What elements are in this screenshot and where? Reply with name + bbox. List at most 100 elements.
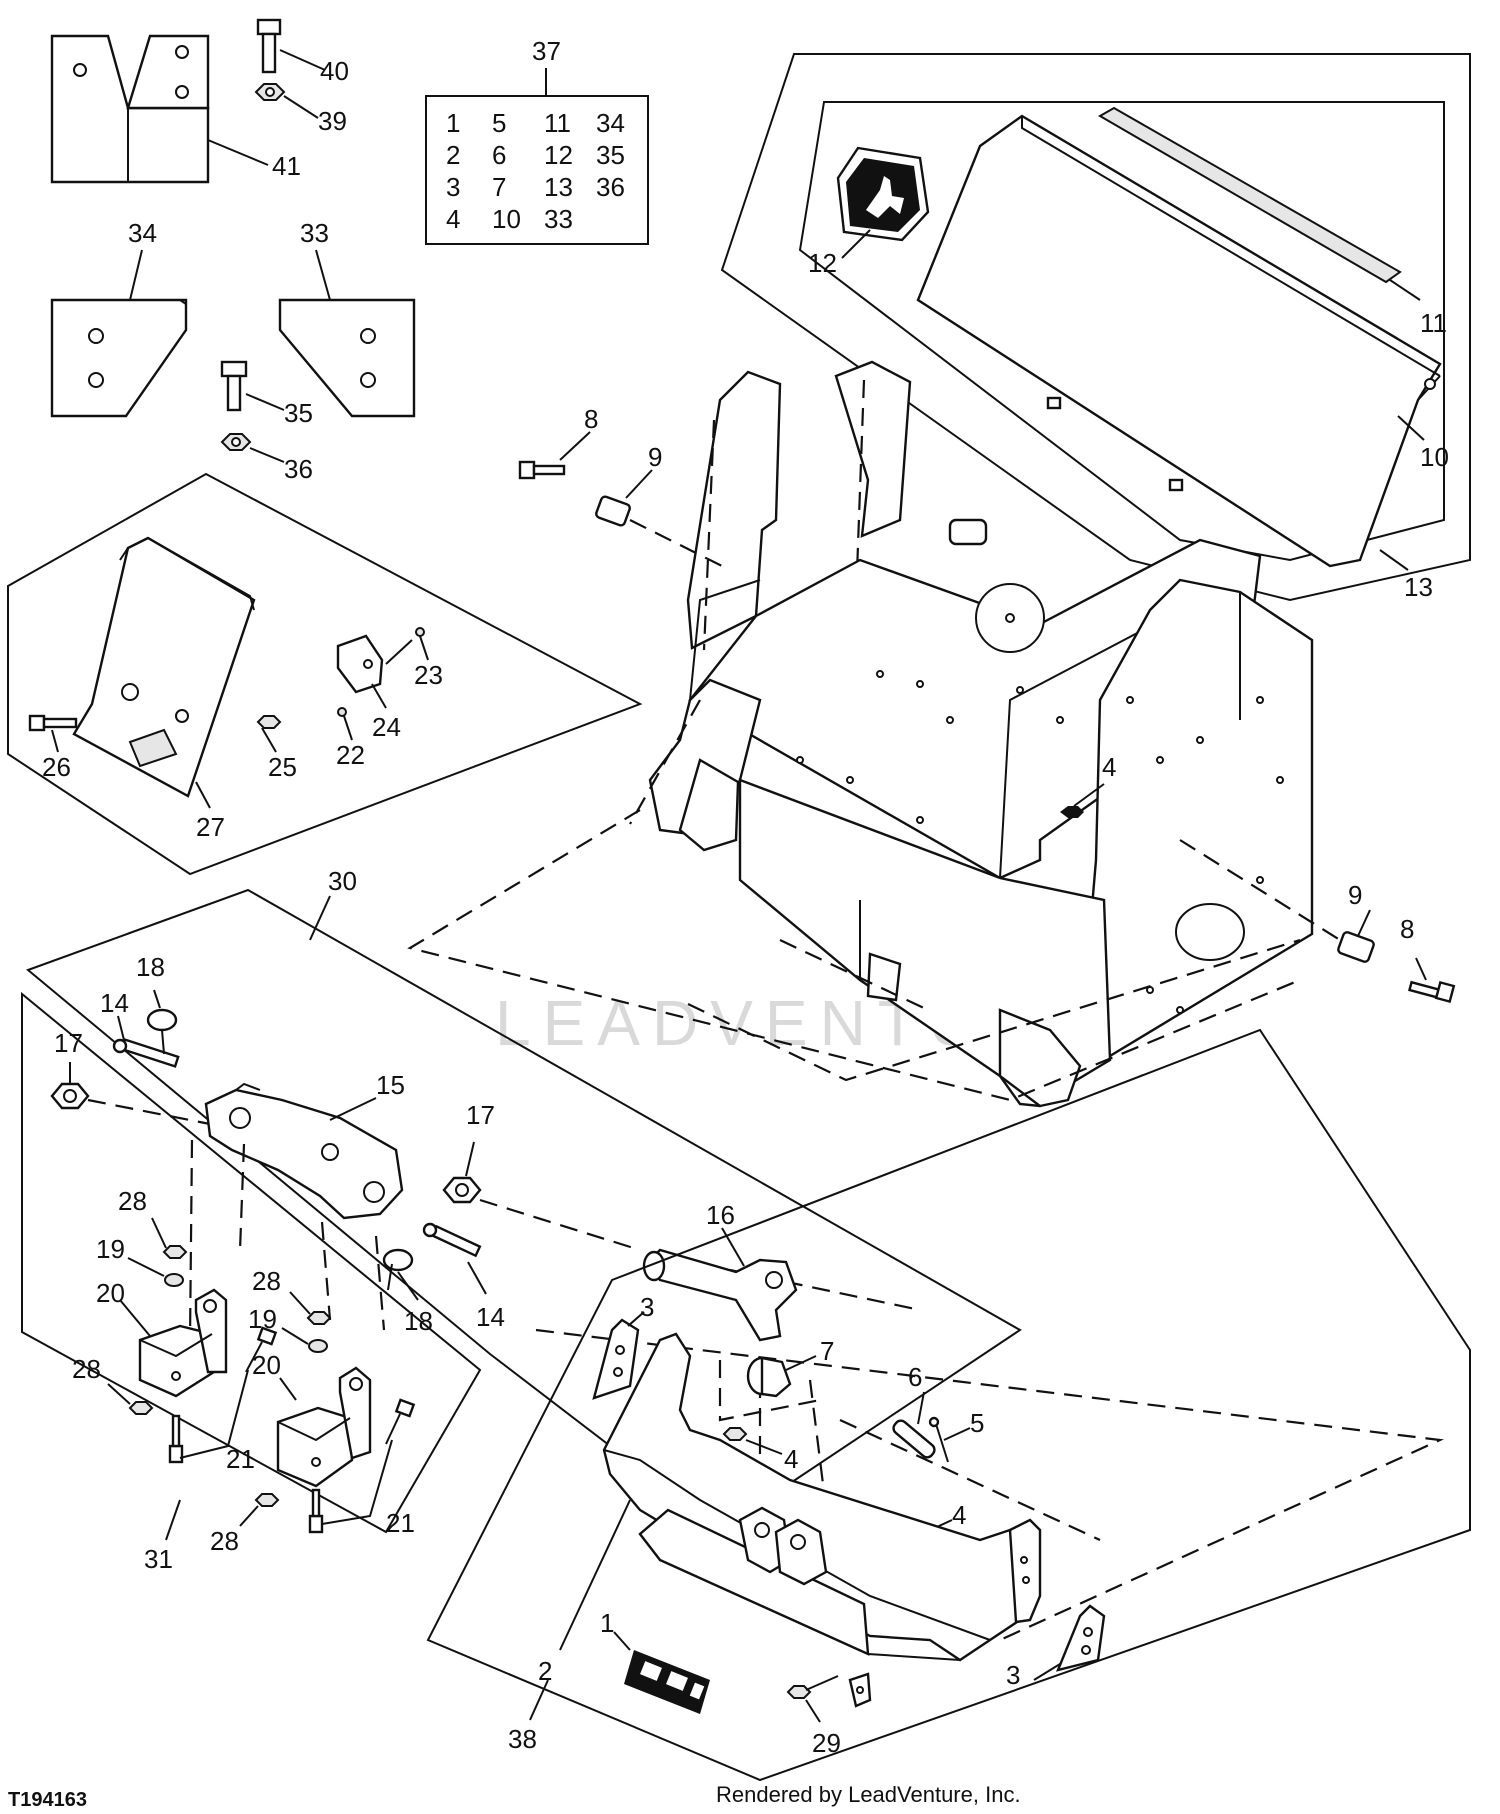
callout-36: 36 (284, 454, 313, 484)
callout-16: 16 (706, 1200, 735, 1230)
callout-33: 33 (300, 218, 329, 248)
callout-23: 23 (414, 660, 443, 690)
callout-4-frame: 4 (1102, 752, 1116, 782)
callout-5: 5 (970, 1408, 984, 1438)
kit-table-cell: 35 (596, 140, 625, 170)
part-16-rod (642, 1248, 798, 1342)
callout-3-right: 3 (1006, 1660, 1020, 1690)
part-21-bolt-c (385, 1398, 416, 1445)
kit-table-cell: 5 (492, 108, 506, 138)
part-5-clip (928, 1416, 949, 1463)
callout-21-b: 21 (386, 1508, 415, 1538)
part-28-nut-a (162, 1245, 188, 1259)
part-6-pin (892, 1419, 936, 1459)
kit-table-cell: 6 (492, 140, 506, 170)
part-36-nut (220, 433, 252, 451)
callout-24: 24 (372, 712, 401, 742)
callout-9-upper: 9 (648, 442, 662, 472)
callout-15: 15 (376, 1070, 405, 1100)
callout-8-upper: 8 (584, 404, 598, 434)
part-20-bracket-lower (276, 1366, 372, 1488)
part-35-bolt (220, 360, 248, 412)
credit-text: Rendered by LeadVenture, Inc. (716, 1782, 1021, 1807)
callout-28-b: 28 (72, 1354, 101, 1384)
callout-7: 7 (820, 1336, 834, 1366)
callout-9-lower: 9 (1348, 880, 1362, 910)
part-9-spacer-lower (1337, 931, 1375, 963)
part-17-nut-right (442, 1176, 482, 1204)
part-41-bracket (50, 34, 210, 184)
part-4-nut-bumper-a (722, 1427, 748, 1441)
part-26-bolt (28, 714, 78, 732)
kit-table-cell: 36 (596, 172, 625, 202)
callout-18-upper: 18 (136, 952, 165, 982)
part-14-pin-upper (112, 1038, 180, 1068)
kit-table-cell: 11 (544, 108, 571, 138)
callout-20-b: 20 (252, 1350, 281, 1380)
part-12-emblem (836, 146, 930, 242)
kit-table-cell: 13 (544, 172, 573, 202)
part-1-decal (624, 1650, 710, 1714)
kit-13-outline (720, 53, 1471, 602)
callout-39: 39 (318, 106, 347, 136)
part-25-nut (256, 715, 282, 729)
kit-27-outline (7, 472, 643, 876)
part-19-washer-a (164, 1273, 184, 1287)
callout-10: 10 (1420, 442, 1449, 472)
main-frame (407, 360, 1314, 1108)
part-18-clip-upper (146, 1008, 178, 1055)
callout-2: 2 (538, 1656, 552, 1686)
part-18-clip-lower (382, 1248, 414, 1291)
callout-35: 35 (284, 398, 313, 428)
kit-table-cell: 33 (544, 204, 573, 234)
callout-4-bumper-b: 4 (952, 1500, 966, 1530)
callout-4-bumper-a: 4 (784, 1444, 798, 1474)
callout-3-left: 3 (640, 1292, 654, 1322)
callout-34: 34 (128, 218, 157, 248)
callout-11: 11 (1420, 308, 1447, 338)
callout-17-right: 17 (466, 1100, 495, 1130)
callout-20-a: 20 (96, 1278, 125, 1308)
callout-14-upper: 14 (100, 988, 129, 1018)
callout-38: 38 (508, 1724, 537, 1754)
callout-12: 12 (808, 248, 837, 278)
kit-table: 1 5 11 34 2 6 12 35 3 7 13 36 4 10 33 (446, 108, 625, 234)
part-40-bolt (256, 18, 282, 74)
part-27-support (72, 536, 256, 798)
callout-28-d: 28 (210, 1526, 239, 1556)
kit-30-outline (26, 888, 1022, 1532)
callout-41: 41 (272, 151, 301, 181)
kit-table-cell: 12 (544, 140, 573, 170)
kit-table-cell: 4 (446, 204, 460, 234)
part-34-plate (50, 298, 188, 418)
kit-table-cell: 2 (446, 140, 460, 170)
callout-13: 13 (1404, 572, 1433, 602)
kit-38-outline (426, 1028, 1471, 1782)
callout-22: 22 (336, 740, 365, 770)
callout-27: 27 (196, 812, 225, 842)
callout-25: 25 (268, 752, 297, 782)
part-15-arm (204, 1082, 404, 1220)
callout-14-lower: 14 (476, 1302, 505, 1332)
part-10-shield (916, 114, 1442, 568)
part-11-decal (1097, 106, 1402, 284)
kit-table-cell: 7 (492, 172, 506, 202)
part-22-nut (337, 707, 347, 717)
part-19-washer-b (308, 1339, 328, 1353)
part-33-plate (278, 298, 416, 418)
callout-19-a: 19 (96, 1234, 125, 1264)
part-4-nut-frame (1060, 806, 1084, 818)
part-29-bolt (786, 1675, 839, 1699)
part-28-nut-b (128, 1401, 154, 1415)
part-39-nut (254, 83, 286, 101)
callout-29: 29 (812, 1728, 841, 1758)
part-28-nut-d (254, 1493, 280, 1507)
part-21-bolt-b (168, 1414, 184, 1464)
callout-30: 30 (328, 866, 357, 896)
part-7-bushing (746, 1356, 792, 1398)
kit-table-cell: 1 (446, 108, 460, 138)
part-24-clip (336, 634, 384, 694)
callout-28-a: 28 (118, 1186, 147, 1216)
kit-31-outline (21, 991, 482, 1534)
callout-6: 6 (908, 1362, 922, 1392)
